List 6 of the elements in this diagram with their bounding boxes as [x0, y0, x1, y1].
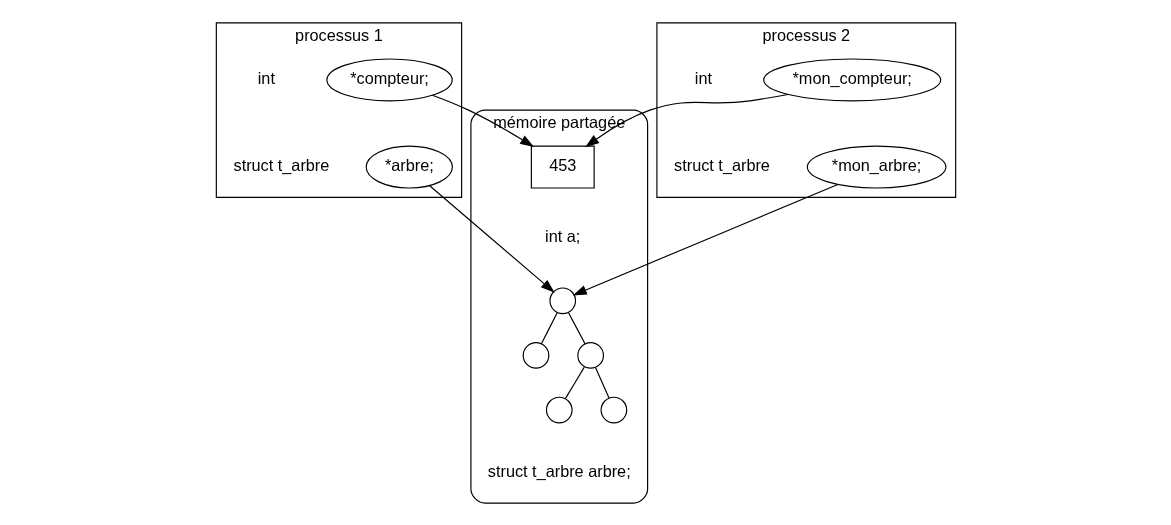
label: struct t_arbre arbre; — [487, 461, 631, 480]
label: struct t_arbre — [233, 155, 329, 174]
label: int — [694, 68, 712, 87]
node-label: int a; — [544, 226, 580, 245]
label: struct t_arbre — [673, 155, 770, 174]
label: int — [257, 68, 275, 87]
